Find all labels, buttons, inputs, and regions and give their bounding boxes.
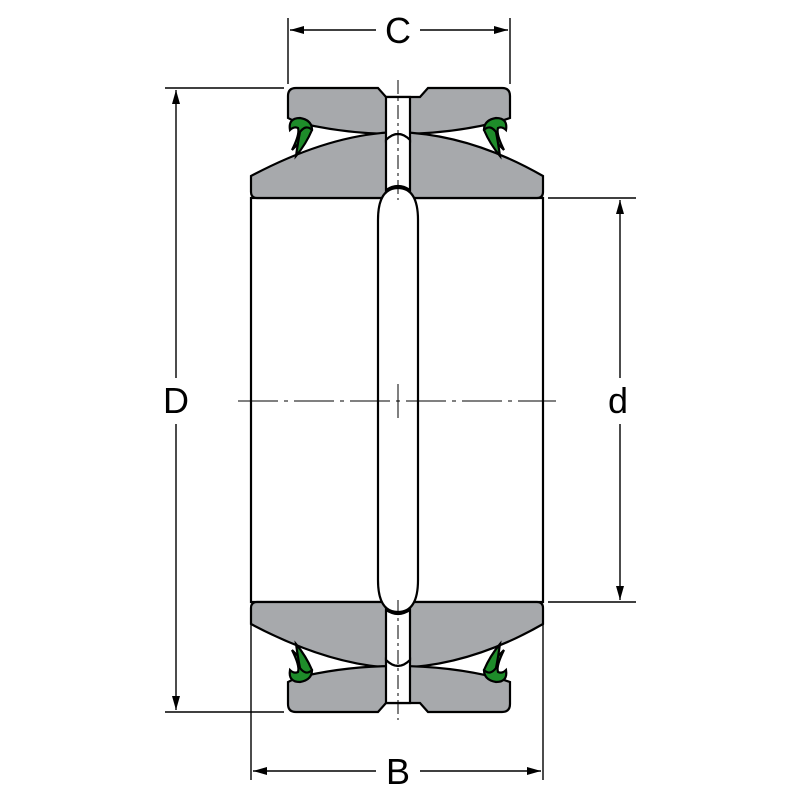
seal-bottom-left	[288, 640, 314, 684]
label-c: C	[385, 10, 411, 51]
label-b: B	[386, 751, 410, 792]
seal-bottom-right	[482, 640, 508, 684]
label-outer-diameter: D	[163, 380, 189, 421]
seal-top-left	[288, 116, 314, 160]
seal-top-right	[482, 116, 508, 160]
label-bore-diameter: d	[608, 380, 628, 421]
